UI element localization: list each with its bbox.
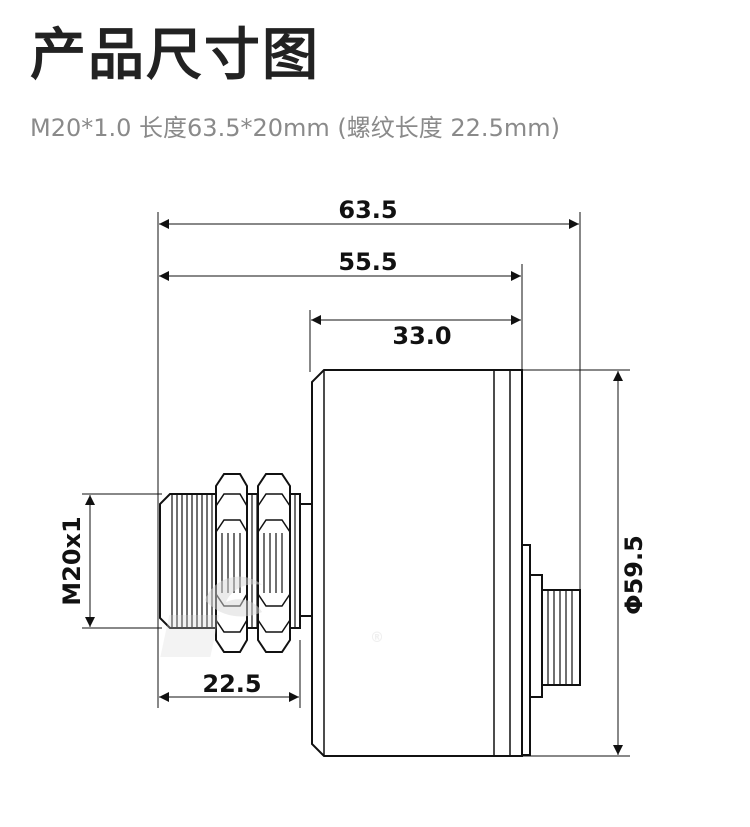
dimension-lines — [85, 219, 623, 755]
sensor-body — [311, 369, 523, 757]
watermark-logo: ® — [160, 576, 384, 657]
connector-knurl — [547, 591, 573, 684]
body-to-thread-label: 55.5 — [338, 248, 397, 276]
body-diameter-label: Φ59.5 — [620, 535, 648, 615]
thread-spec-label: M20x1 — [58, 516, 86, 605]
overall-length-label: 63.5 — [338, 196, 397, 224]
hex-nut-right — [257, 473, 291, 653]
thread-length-label: 22.5 — [202, 670, 261, 698]
rear-connector — [521, 544, 581, 756]
extension-lines — [82, 212, 630, 757]
page-title: 产品尺寸图 — [30, 23, 320, 88]
watermark-registered-mark: ® — [370, 630, 384, 646]
body-length-label: 33.0 — [392, 322, 451, 350]
watermark-logo-icon — [205, 576, 262, 617]
page-subtitle: M20*1.0 长度63.5*20mm (螺纹长度 22.5mm) — [30, 114, 560, 142]
hex-nut-left — [215, 473, 248, 653]
